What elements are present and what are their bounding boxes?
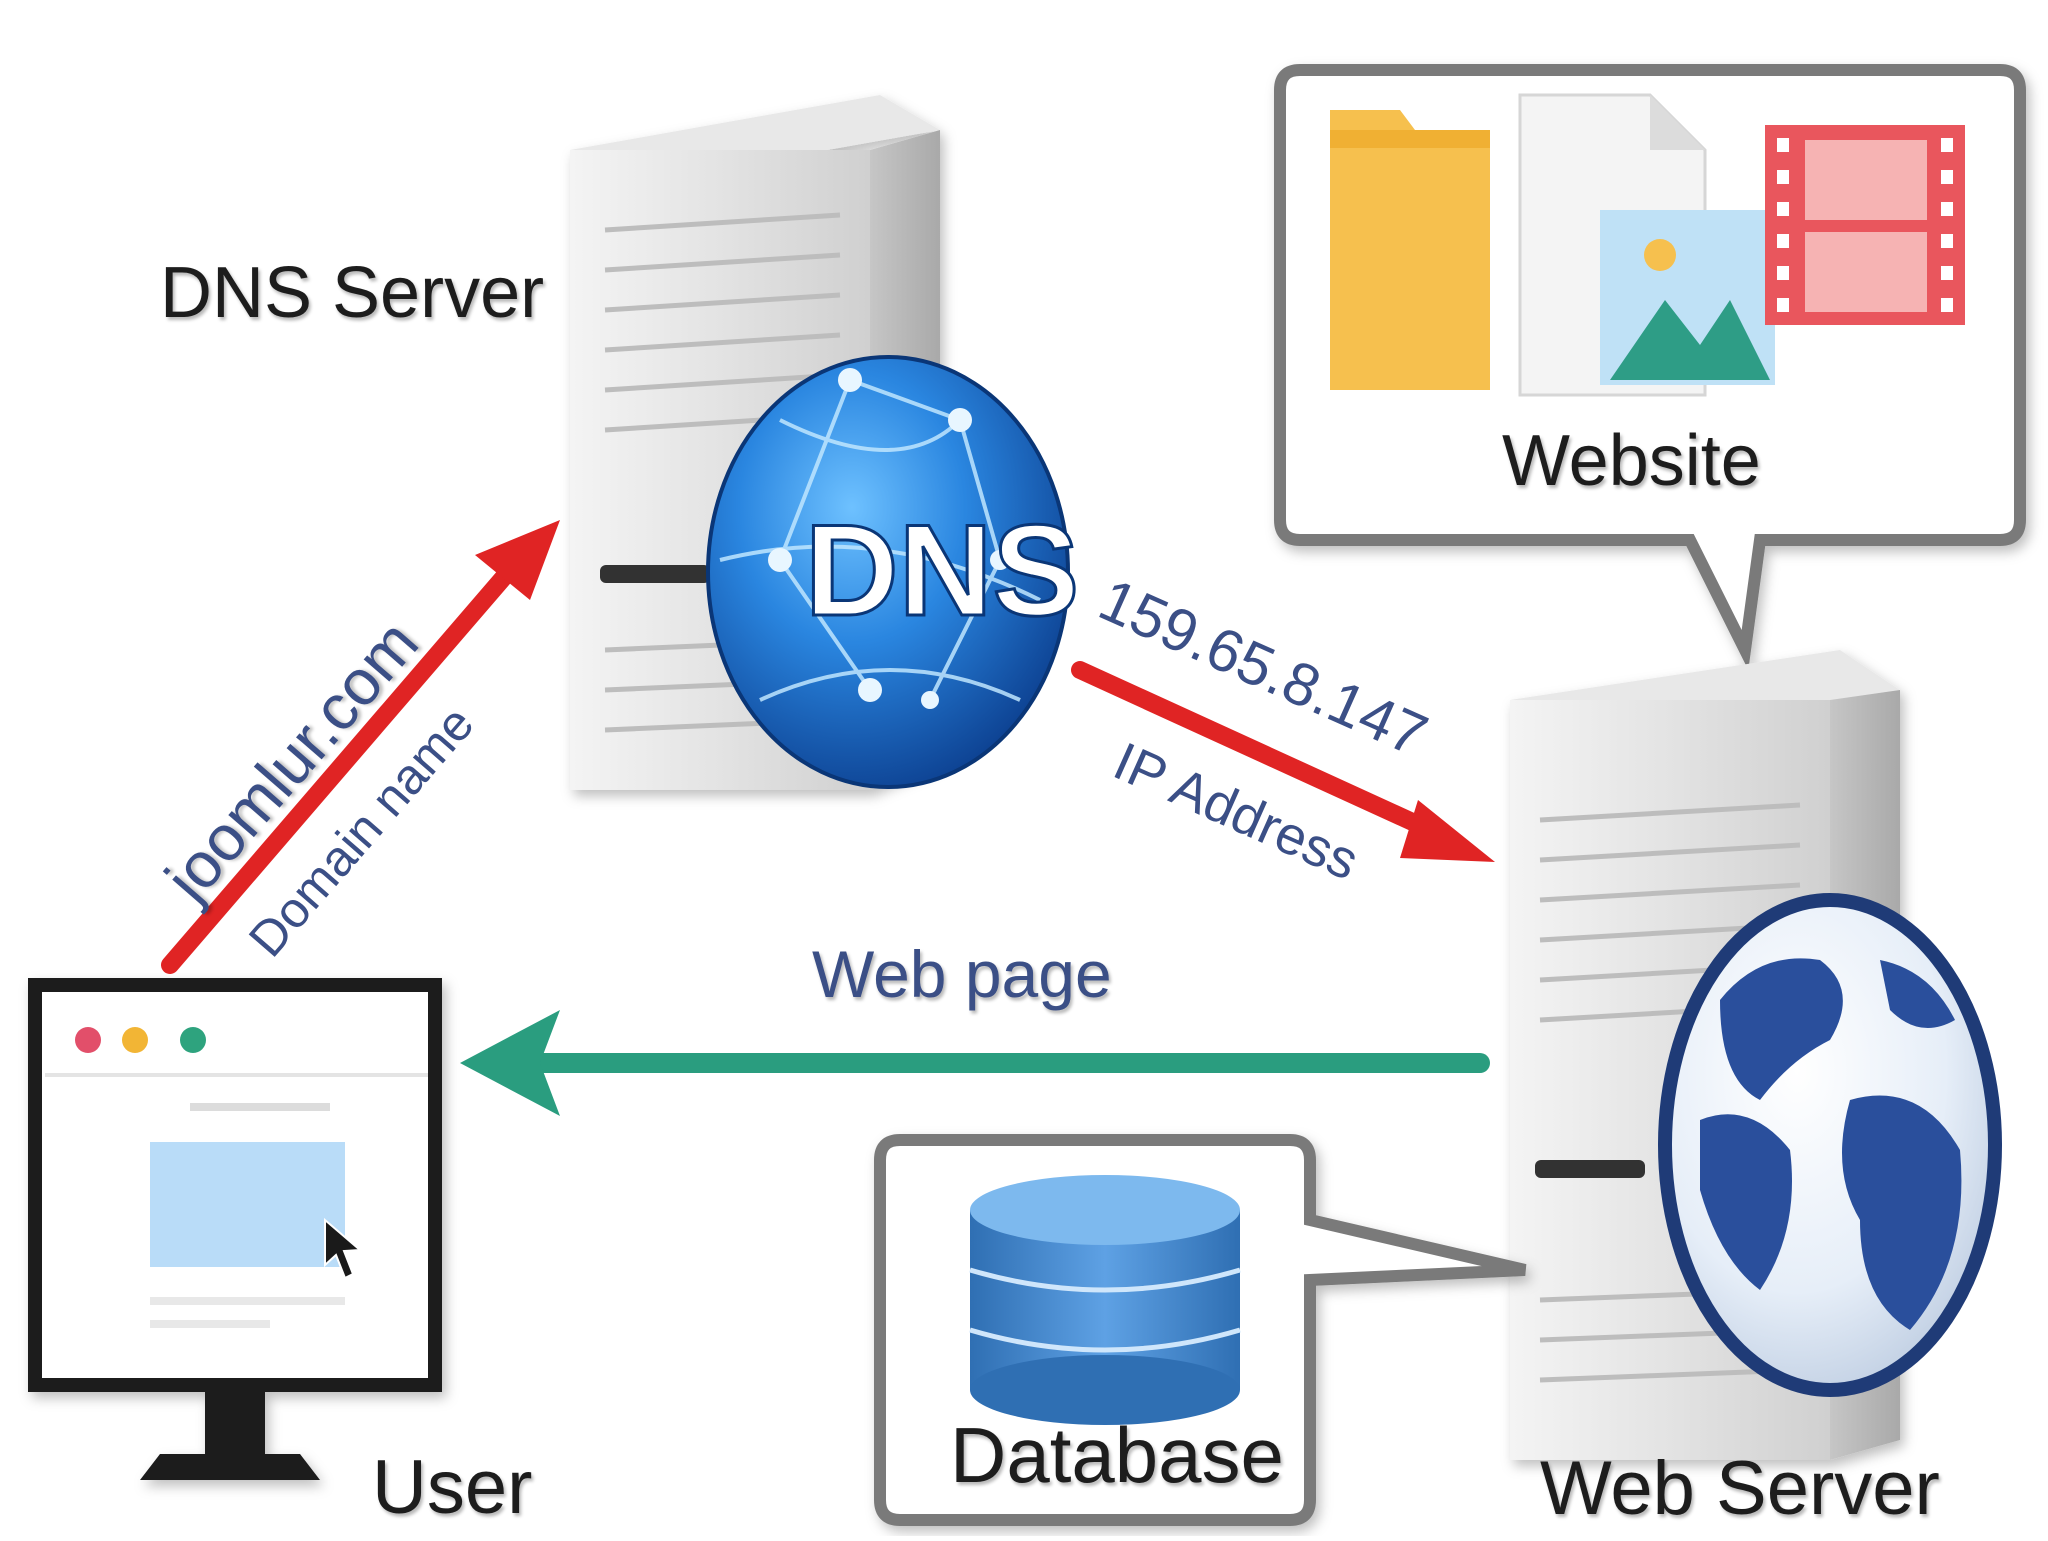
browser-monitor-icon	[35, 985, 435, 1480]
website-label: Website	[1502, 420, 1761, 502]
web-server-label: Web Server	[1540, 1445, 1940, 1532]
world-globe-icon	[1665, 900, 1995, 1390]
user-label: User	[372, 1444, 532, 1531]
ip-sub-text: IP Address	[1105, 731, 1367, 892]
database-icon	[970, 1175, 1240, 1425]
domain-request-arrow	[170, 520, 560, 965]
dns-globe-icon: DNS	[708, 357, 1079, 787]
dns-globe-text: DNS	[805, 497, 1079, 643]
database-label: Database	[950, 1410, 1284, 1501]
web-page-label: Web page	[812, 936, 1112, 1012]
film-icon	[1765, 125, 1965, 325]
folder-icon	[1330, 110, 1490, 390]
web-page-arrow	[460, 1010, 1480, 1116]
dns-server-label: DNS Server	[160, 252, 544, 334]
